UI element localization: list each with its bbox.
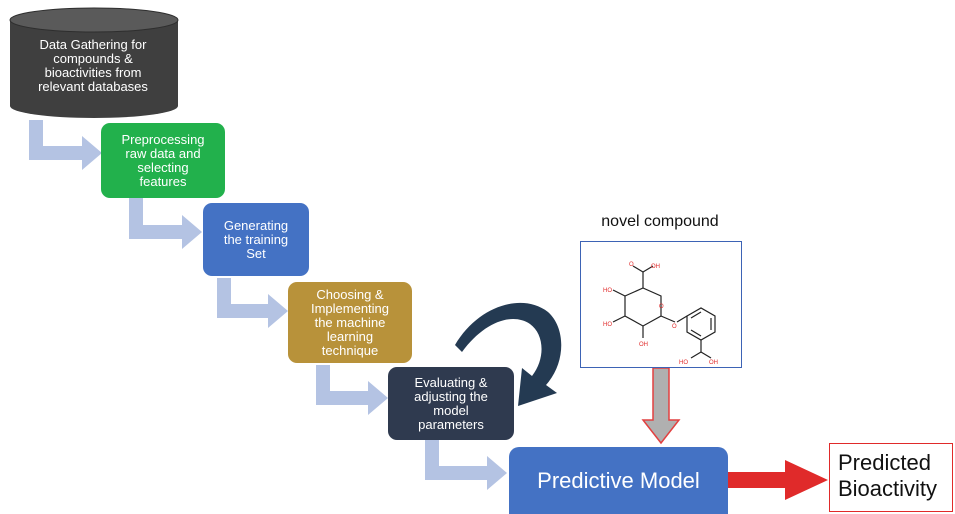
input-arrow xyxy=(641,367,681,445)
step-1-line-3: bioactivities from xyxy=(44,65,142,80)
step-arrow-1 xyxy=(29,120,102,170)
output-arrow xyxy=(728,460,828,500)
step-3-line-3: Set xyxy=(246,245,266,261)
database-cylinder xyxy=(9,7,179,118)
step-2-line-4: features xyxy=(139,173,187,189)
step-generating-training-set: Generating the training Set xyxy=(203,203,309,276)
step-4-line-4: learning xyxy=(326,328,374,344)
predicted-bioactivity-box: Predicted Bioactivity xyxy=(829,443,953,512)
step-data-gathering: Data Gathering for compounds & bioactivi… xyxy=(10,38,176,94)
step-arrow-3 xyxy=(217,278,288,328)
feedback-arrow xyxy=(455,302,562,406)
novel-compound-label: novel compound xyxy=(601,213,719,230)
step-4-line-3: the machine xyxy=(314,314,386,330)
predictive-model-box: Predictive Model xyxy=(509,447,728,514)
step-arrow-2 xyxy=(129,198,202,249)
step-1-line-4: relevant databases xyxy=(38,79,148,94)
step-4-line-1: Choosing & xyxy=(316,286,384,302)
atom-label-top-oh: OH xyxy=(651,264,660,270)
step-arrow-5 xyxy=(425,440,507,490)
atom-label-ether-o: O xyxy=(672,324,677,330)
result-line-2: Bioactivity xyxy=(838,476,938,501)
step-2-line-2: raw data and xyxy=(125,145,201,161)
result-line-1: Predicted xyxy=(838,450,931,475)
step-1-line-2: compounds & xyxy=(53,51,133,66)
step-preprocessing: Preprocessing raw data and selecting fea… xyxy=(101,123,225,198)
step-choosing-ml-technique: Choosing & Implementing the machine lear… xyxy=(288,282,412,363)
atom-label-ho-2: HO xyxy=(603,322,612,328)
atom-label-ho-3: HO xyxy=(679,360,688,366)
step-2-line-3: selecting xyxy=(137,159,189,175)
molecule-structure-box: OH HO HO OH HO O O O OH xyxy=(580,241,742,368)
atom-label-acid-o: OH xyxy=(709,360,718,366)
step-5-line-2: adjusting the xyxy=(414,388,488,404)
step-1-line-1: Data Gathering for xyxy=(39,37,147,52)
step-arrow-4 xyxy=(316,365,388,415)
step-5-line-3: model xyxy=(433,402,469,418)
step-2-line-1: Preprocessing xyxy=(121,131,205,147)
step-5-line-4: parameters xyxy=(418,416,484,432)
step-evaluating-model: Evaluating & adjusting the model paramet… xyxy=(388,367,514,440)
predictive-model-label: Predictive Model xyxy=(537,467,700,493)
step-4-line-2: Implementing xyxy=(310,300,390,316)
atom-label-top-o: O xyxy=(629,262,634,268)
molecule-structure-image: OH HO HO OH HO O O O OH xyxy=(603,262,718,366)
step-5-line-1: Evaluating & xyxy=(414,374,488,390)
step-3-line-1: Generating xyxy=(223,217,289,233)
atom-label-bottom-oh: OH xyxy=(639,342,648,348)
atom-label-ho-1: HO xyxy=(603,288,612,294)
step-3-line-2: the training xyxy=(223,231,289,247)
atom-label-ring-o: O xyxy=(659,304,664,310)
step-4-line-5: technique xyxy=(321,342,379,358)
